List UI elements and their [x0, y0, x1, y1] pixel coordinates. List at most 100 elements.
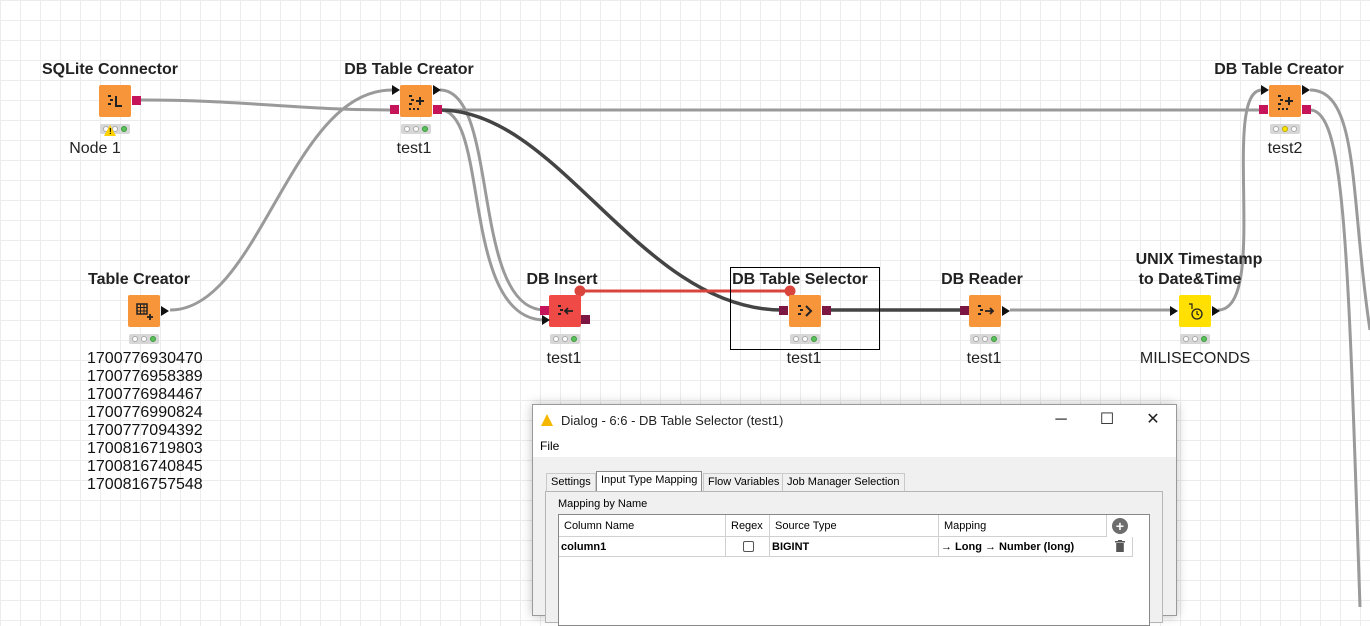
- conn-dbtc2-out-a: [1309, 88, 1370, 331]
- input-port[interactable]: [542, 315, 550, 325]
- output-port[interactable]: [433, 85, 441, 95]
- annotation-line: 1700776990824: [87, 404, 203, 421]
- status-traffic-light: [1270, 124, 1300, 134]
- close-button[interactable]: ✕: [1146, 411, 1160, 428]
- tab-body: Mapping by Name Column Name Regex Source…: [545, 491, 1163, 626]
- node-label[interactable]: Node 1: [69, 140, 121, 157]
- output-port[interactable]: [1212, 306, 1220, 316]
- conn-unix-to-dbtc2: [1217, 88, 1263, 312]
- regex-checkbox[interactable]: [743, 541, 754, 552]
- knime-warning-logo-icon: [541, 414, 553, 426]
- db-table-creator-icon: [409, 95, 424, 110]
- node-body[interactable]: [1269, 85, 1301, 117]
- input-port[interactable]: [392, 85, 400, 95]
- node-body[interactable]: [969, 295, 1001, 327]
- trash-icon[interactable]: [1115, 540, 1125, 552]
- tab-input-type-mapping[interactable]: Input Type Mapping: [596, 471, 703, 491]
- node-db-table-creator-test1[interactable]: DB Table Creator test1: [336, 45, 496, 157]
- node-body[interactable]: [128, 295, 160, 327]
- annotation-line: 1700816740845: [87, 458, 203, 475]
- tab-settings[interactable]: Settings: [546, 473, 596, 491]
- cell-column-name[interactable]: column1: [559, 537, 726, 557]
- node-title: DB Table Creator: [1214, 61, 1344, 78]
- node-label[interactable]: MILISECONDS: [1139, 350, 1251, 367]
- node-label[interactable]: test1: [966, 350, 1002, 367]
- menu-file[interactable]: File: [540, 439, 560, 453]
- tab-flow-variables[interactable]: Flow Variables: [703, 473, 785, 491]
- annotation-line: 1700776958389: [87, 368, 203, 385]
- col-header-source-type[interactable]: Source Type: [770, 515, 939, 537]
- group-title: Mapping by Name: [558, 498, 648, 510]
- annotation-line: 1700777094392: [87, 422, 203, 439]
- node-label[interactable]: test1: [546, 350, 582, 367]
- cell-regex[interactable]: [726, 537, 770, 557]
- input-port[interactable]: [1170, 306, 1178, 316]
- node-unix-timestamp-to-datetime[interactable]: UNIX Timestamp to Date&Time MILISECONDS: [1115, 251, 1275, 367]
- output-port[interactable]: [1302, 85, 1310, 95]
- output-port[interactable]: [1002, 306, 1010, 316]
- status-traffic-light: [401, 124, 431, 134]
- db-insert-icon: [558, 305, 573, 315]
- clock-icon: [1189, 303, 1203, 320]
- node-sqlite-connector[interactable]: SQLite Connector ! Node 1: [30, 45, 190, 157]
- node-title: SQLite Connector: [41, 61, 178, 78]
- node-db-table-creator-test2[interactable]: DB Table Creator test2: [1205, 45, 1365, 157]
- annotation-line: 1700776984467: [87, 386, 203, 403]
- node-label[interactable]: test2: [1267, 140, 1303, 157]
- annotation-line: 1700816719803: [87, 440, 203, 457]
- node-db-reader[interactable]: DB Reader test1: [904, 255, 1064, 367]
- node-body[interactable]: [549, 295, 581, 327]
- db-input-port[interactable]: [540, 306, 549, 315]
- node-body[interactable]: [1179, 295, 1211, 327]
- input-port[interactable]: [1261, 85, 1269, 95]
- warning-icon[interactable]: !: [104, 125, 116, 136]
- col-header-regex[interactable]: Regex: [726, 515, 770, 537]
- maximize-button[interactable]: ☐: [1099, 411, 1115, 428]
- db-table-selector-dialog[interactable]: Dialog - 6:6 - DB Table Selector (test1)…: [532, 404, 1177, 626]
- db-input-port[interactable]: [1259, 105, 1268, 114]
- db-table-selector-icon: [798, 305, 813, 317]
- annotation-line: 1700776930470: [87, 350, 203, 367]
- node-title: DB Table Creator: [344, 61, 474, 78]
- dialog-menubar: File: [533, 435, 1176, 457]
- node-table-creator[interactable]: Table Creator: [61, 255, 221, 365]
- col-header-column-name[interactable]: Column Name: [559, 515, 726, 537]
- node-title-line2: to Date&Time: [1138, 271, 1242, 288]
- conn-sqlite-to-dbtc1: [140, 98, 399, 112]
- db-output-port[interactable]: [822, 306, 831, 315]
- minimize-button[interactable]: ─: [1055, 411, 1067, 428]
- conn-tablecreator-to-dbtc1: [169, 88, 393, 312]
- db-output-port[interactable]: [433, 105, 442, 114]
- table-creator-annotation: 1700776930470 1700776958389 170077698446…: [87, 350, 203, 494]
- db-table-creator-icon: [1278, 95, 1293, 110]
- db-input-port[interactable]: [960, 306, 969, 315]
- cell-mapping[interactable]: → Long → Number (long): [939, 537, 1133, 557]
- add-row-icon[interactable]: +: [1112, 518, 1128, 534]
- node-db-insert[interactable]: DB Insert test1: [484, 255, 644, 367]
- node-title: DB Insert: [526, 271, 598, 288]
- db-output-port[interactable]: [581, 315, 590, 324]
- status-traffic-light: [550, 334, 580, 344]
- node-label[interactable]: test1: [396, 140, 432, 157]
- tab-job-manager-selection[interactable]: Job Manager Selection: [782, 473, 905, 491]
- conn-dbtc1-to-dbinsert-a: [439, 88, 546, 312]
- node-label[interactable]: test1: [786, 350, 822, 367]
- selection-rectangle: [730, 267, 880, 350]
- db-output-port[interactable]: [132, 96, 141, 105]
- conn-dbtc1-to-dbselector: [439, 108, 783, 312]
- table-creator-icon: [136, 303, 153, 320]
- node-body[interactable]: [789, 295, 821, 327]
- col-header-mapping[interactable]: Mapping: [939, 515, 1107, 537]
- node-body[interactable]: [99, 85, 131, 117]
- db-input-port[interactable]: [779, 306, 788, 315]
- db-connector-icon: [108, 95, 122, 107]
- cell-source-type[interactable]: BIGINT: [770, 537, 939, 557]
- node-db-table-selector[interactable]: DB Table Selector test1: [724, 255, 884, 367]
- status-traffic-light: [790, 334, 820, 344]
- dialog-titlebar[interactable]: Dialog - 6:6 - DB Table Selector (test1)…: [533, 405, 1176, 435]
- db-output-port[interactable]: [1302, 105, 1311, 114]
- db-input-port[interactable]: [390, 105, 399, 114]
- output-port[interactable]: [161, 306, 169, 316]
- node-body[interactable]: [400, 85, 432, 117]
- node-title: Table Creator: [88, 271, 190, 288]
